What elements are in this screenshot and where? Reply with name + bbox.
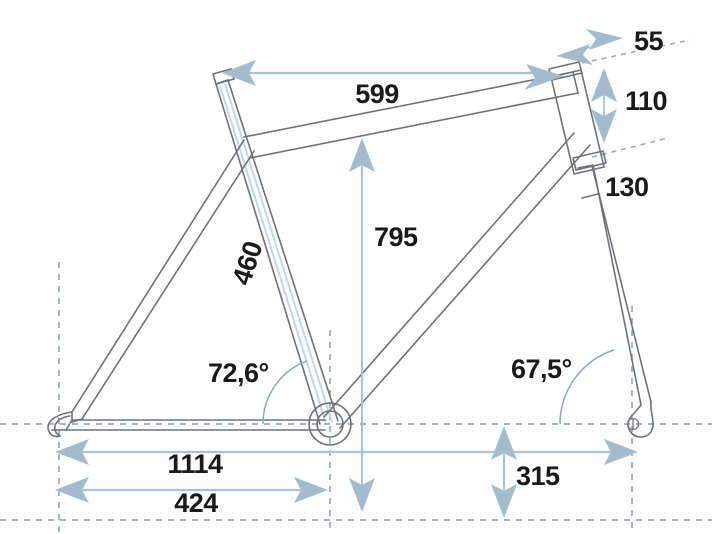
- dimension-599-right-arrow: [524, 64, 564, 90]
- dimension-460: 460: [226, 238, 268, 289]
- dimension-130-label: 130: [605, 172, 649, 202]
- front-dropout-hole: [626, 417, 640, 431]
- dimension-315-top-arrow: [491, 426, 517, 460]
- head-tube-top-extension-dashed: [581, 39, 691, 64]
- dimension-424-label: 424: [174, 488, 218, 518]
- construction-lines: [0, 39, 712, 534]
- dimension-599-left-arrow: [222, 60, 256, 86]
- bottom-bracket-inner-circle: [316, 410, 344, 438]
- dimension-795-top-arrow: [349, 138, 375, 172]
- dimension-599: 599: [222, 60, 564, 109]
- dimension-315: 315: [491, 426, 561, 518]
- dimension-599-label: 599: [355, 79, 399, 109]
- dimension-1114-right-arrow: [604, 439, 638, 465]
- fork: [577, 164, 654, 438]
- angle-arcs: [262, 349, 615, 425]
- seat-angle-arc: [262, 360, 308, 425]
- dimension-1114-label: 1114: [167, 449, 223, 479]
- dimension-110-top-arrow: [591, 68, 617, 102]
- head-tube-bottom-extension-dashed: [591, 137, 669, 158]
- dimension-1114: 1114: [55, 439, 638, 479]
- dimension-seat-angle-label: 72,6°: [208, 358, 269, 388]
- dimension-424: 424: [55, 477, 328, 518]
- head-angle-arc: [559, 349, 615, 425]
- dimension-55-label: 55: [634, 26, 664, 56]
- dimension-795-label: 795: [374, 222, 418, 252]
- dimension-55: 55: [556, 26, 664, 65]
- dimension-315-bottom-arrow: [491, 484, 517, 518]
- dimension-110-label: 110: [625, 86, 667, 116]
- down-tube: [323, 132, 591, 429]
- top-tube: [243, 71, 579, 159]
- dimension-460-label: 460: [226, 238, 268, 289]
- dimension-315-label: 315: [516, 461, 560, 491]
- seatstay: [71, 139, 255, 423]
- dimension-424-right-arrow: [294, 477, 328, 503]
- rear-dropout: [47, 411, 73, 438]
- dimension-1114-left-arrow: [55, 439, 89, 465]
- dimension-55-left-arrow: [556, 44, 593, 65]
- bottom-bracket-outer-circle: [308, 402, 352, 446]
- chainstay: [65, 419, 326, 431]
- dimension-head-angle-label: 67,5°: [511, 354, 572, 384]
- dimension-55-right-arrow: [586, 29, 623, 50]
- dimension-795-bottom-arrow: [349, 478, 375, 512]
- dimension-424-left-arrow: [55, 477, 89, 503]
- dimension-795: 795: [349, 138, 419, 512]
- dimension-110-bottom-arrow: [591, 109, 617, 143]
- dimension-130: 130: [605, 172, 649, 202]
- dimension-seat-angle: 72,6°: [208, 358, 269, 388]
- bicycle-frame-drawing: [47, 61, 654, 446]
- dimension-head-angle: 67,5°: [511, 354, 572, 384]
- bottom-bracket: [308, 402, 352, 446]
- dimension-110: 110: [591, 68, 668, 143]
